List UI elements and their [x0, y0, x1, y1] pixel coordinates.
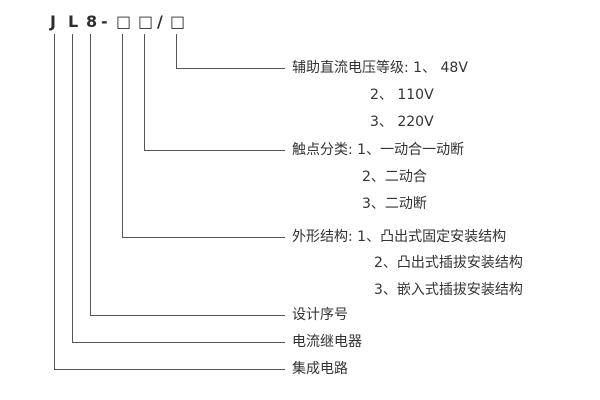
connector-h-structure: [122, 237, 285, 238]
label-structure-opt3: 3、嵌入式插拔安装结构: [374, 282, 523, 298]
code-char-slash: /: [157, 12, 163, 31]
code-box-voltage: □: [170, 12, 186, 31]
code-char-dash: -: [101, 12, 108, 31]
label-aux-voltage-opt2: 2、 110V: [370, 87, 434, 103]
connector-h-current-relay: [72, 342, 285, 343]
code-char-l: L: [68, 12, 79, 31]
code-char-j: J: [50, 12, 56, 31]
connector-v-structure: [122, 34, 123, 237]
label-structure: 外形结构: 1、凸出式固定安装结构: [292, 229, 507, 245]
connector-h-integrated-circuit: [54, 369, 285, 370]
connector-v-design-serial: [90, 34, 91, 315]
connector-v-aux-voltage: [176, 34, 177, 68]
label-integrated-circuit: 集成电路: [292, 361, 348, 377]
label-current-relay: 电流继电器: [292, 334, 362, 350]
connector-v-current-relay: [72, 34, 73, 342]
connector-h-aux-voltage: [176, 68, 285, 69]
label-aux-voltage-opt3: 3、 220V: [370, 114, 434, 130]
connector-v-integrated-circuit: [54, 34, 55, 369]
code-char-8: 8: [86, 12, 98, 31]
label-contact: 触点分类: 1、一动合一动断: [292, 142, 465, 158]
label-contact-opt3: 3、二动断: [362, 196, 427, 212]
label-contact-opt2: 2、二动合: [362, 169, 427, 185]
connector-h-design-serial: [90, 315, 285, 316]
connector-h-contact: [144, 150, 285, 151]
connector-v-contact: [144, 34, 145, 150]
code-box-contact: □: [138, 12, 154, 31]
label-design-serial: 设计序号: [292, 307, 348, 323]
label-structure-opt2: 2、凸出式插拔安装结构: [374, 255, 523, 271]
label-aux-voltage: 辅助直流电压等级: 1、 48V: [292, 60, 468, 76]
code-box-structure: □: [116, 12, 132, 31]
